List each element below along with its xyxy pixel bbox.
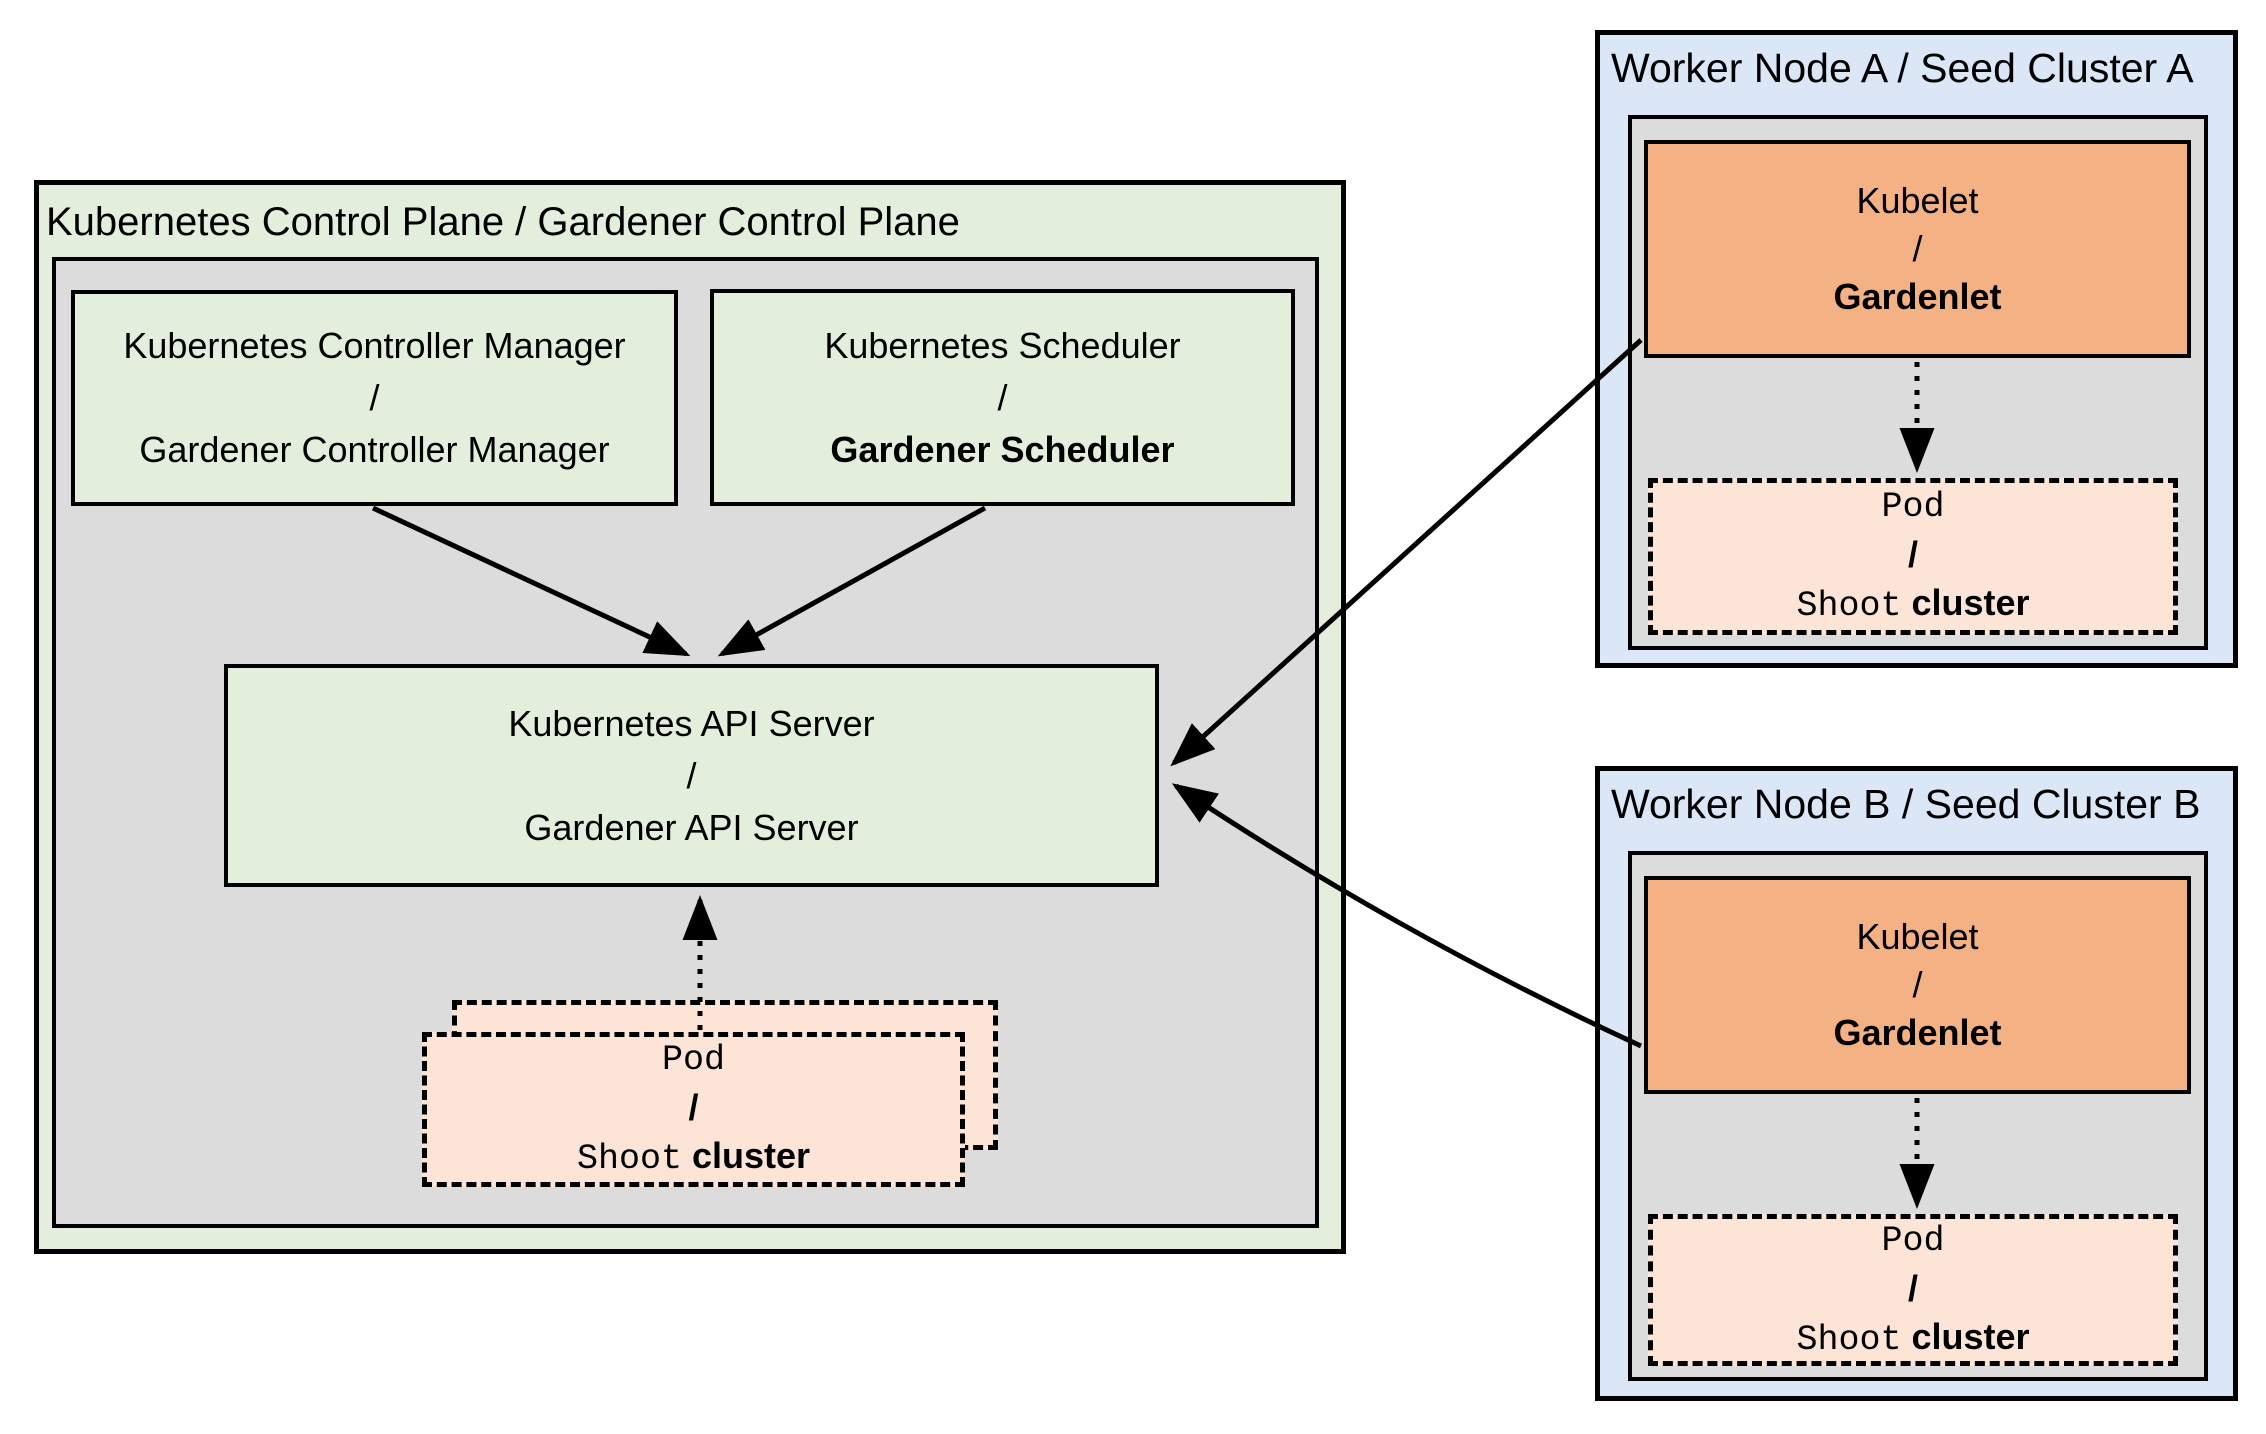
shoot-pod-box: Pod / Shoot cluster: [422, 1032, 965, 1187]
worker-a-kubelet-label: Kubelet / Gardenlet: [1648, 144, 2187, 354]
control-plane-title: Kubernetes Control Plane / Gardener Cont…: [46, 200, 960, 244]
scheduler-box: Kubernetes Scheduler / Gardener Schedule…: [710, 289, 1295, 506]
worker-b-shoot-plain-word: cluster: [1911, 1315, 2030, 1357]
worker-b-pod-line-2: /: [1907, 1267, 1918, 1309]
worker-b-pod-line-3: Shoot cluster: [1796, 1313, 2029, 1364]
worker-b-kubelet-line-3: Gardenlet: [1833, 1012, 2002, 1053]
api-server-line-1: Kubernetes API Server: [508, 702, 875, 744]
worker-node-b-title: Worker Node B / Seed Cluster B: [1611, 781, 2201, 827]
controller-manager-line-3: Gardener Controller Manager: [139, 429, 610, 470]
shoot-plain-word: cluster: [691, 1135, 811, 1176]
worker-b-shoot-code-word: Shoot: [1796, 1319, 1902, 1360]
scheduler-line-2: /: [997, 376, 1008, 418]
controller-manager-line-1: Kubernetes Controller Manager: [123, 325, 626, 366]
worker-b-kubelet-box: Kubelet / Gardenlet: [1644, 876, 2191, 1094]
api-server-box: Kubernetes API Server / Gardener API Ser…: [224, 664, 1159, 887]
shoot-pod-line-3: Shoot cluster: [577, 1132, 810, 1183]
api-server-label: Kubernetes API Server / Gardener API Ser…: [228, 668, 1155, 883]
worker-b-pod-line-1: Pod: [1881, 1220, 1945, 1261]
shoot-pod-label: Pod / Shoot cluster: [427, 1037, 960, 1182]
worker-a-shoot-code-word: Shoot: [1796, 586, 1902, 626]
controller-manager-box: Kubernetes Controller Manager / Gardener…: [71, 290, 678, 506]
worker-b-kubelet-line-1: Kubelet: [1856, 916, 1979, 957]
worker-a-shoot-plain-word: cluster: [1911, 582, 2030, 623]
worker-a-kubelet-line-3: Gardenlet: [1833, 276, 2002, 317]
scheduler-label: Kubernetes Scheduler / Gardener Schedule…: [714, 293, 1291, 502]
worker-a-shoot-pod-label: Pod / Shoot cluster: [1653, 483, 2173, 630]
api-server-line-3: Gardener API Server: [524, 806, 859, 848]
worker-a-kubelet-line-2: /: [1912, 228, 1923, 269]
worker-node-a-title: Worker Node A / Seed Cluster A: [1611, 45, 2194, 91]
shoot-code-word: Shoot: [576, 1139, 682, 1179]
controller-manager-label: Kubernetes Controller Manager / Gardener…: [75, 294, 674, 502]
worker-a-pod-line-3: Shoot cluster: [1796, 579, 2029, 630]
worker-a-shoot-pod-box: Pod / Shoot cluster: [1648, 478, 2178, 635]
worker-b-kubelet-label: Kubelet / Gardenlet: [1648, 880, 2187, 1090]
api-server-line-2: /: [686, 754, 697, 796]
worker-b-kubelet-line-2: /: [1912, 964, 1923, 1005]
scheduler-line-3: Gardener Scheduler: [830, 428, 1175, 470]
worker-b-shoot-pod-label: Pod / Shoot cluster: [1653, 1219, 2173, 1361]
worker-a-kubelet-line-1: Kubelet: [1856, 180, 1979, 221]
controller-manager-line-2: /: [369, 377, 380, 418]
worker-a-kubelet-box: Kubelet / Gardenlet: [1644, 140, 2191, 358]
worker-b-shoot-pod-box: Pod / Shoot cluster: [1648, 1214, 2178, 1366]
worker-a-pod-line-2: /: [1907, 534, 1918, 575]
shoot-pod-line-1: Pod: [661, 1040, 725, 1080]
worker-a-pod-line-1: Pod: [1881, 487, 1945, 527]
shoot-pod-line-2: /: [688, 1087, 699, 1128]
scheduler-line-1: Kubernetes Scheduler: [824, 324, 1181, 366]
